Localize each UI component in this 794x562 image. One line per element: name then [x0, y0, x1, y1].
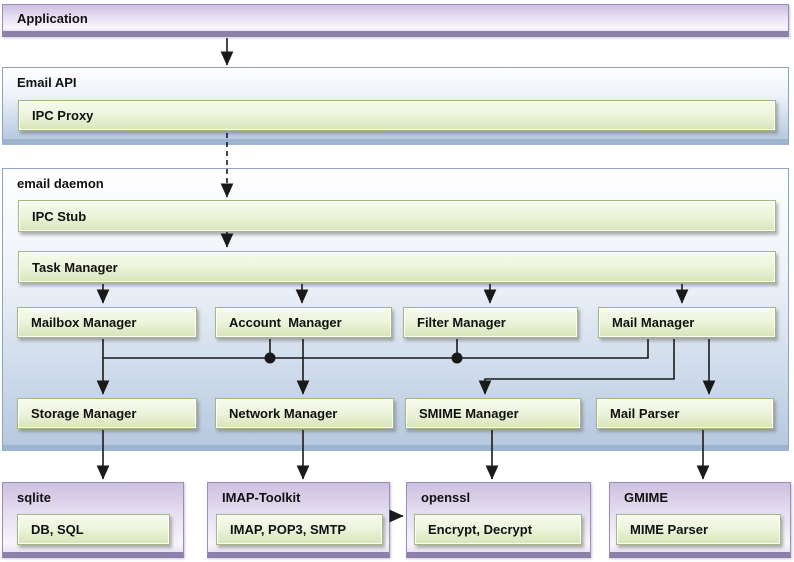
imap-pop3-smtp-module: IMAP, POP3, SMTP — [216, 514, 383, 545]
openssl-box: openssl Encrypt, Decrypt — [406, 482, 591, 558]
gmime-box: GMIME MIME Parser — [609, 482, 791, 558]
imap-toolkit-box: IMAP-Toolkit IMAP, POP3, SMTP — [207, 482, 390, 558]
application-box: Application — [2, 4, 789, 37]
account-manager-module: Account Manager — [215, 307, 392, 338]
email-api-container: Email API IPC Proxy — [2, 67, 789, 145]
email-api-title: Email API — [17, 75, 77, 90]
openssl-title: openssl — [421, 490, 471, 505]
sqlite-title: sqlite — [17, 490, 51, 505]
db-sql-module: DB, SQL — [17, 514, 170, 545]
storage-manager-module: Storage Manager — [17, 398, 197, 429]
mail-parser-module: Mail Parser — [596, 398, 774, 429]
ipc-stub-module: IPC Stub — [18, 200, 776, 232]
sqlite-box: sqlite DB, SQL — [2, 482, 184, 558]
application-title: Application — [17, 11, 88, 26]
encrypt-decrypt-module: Encrypt, Decrypt — [414, 514, 582, 545]
email-daemon-container: email daemon IPC Stub Task Manager Mailb… — [2, 168, 789, 451]
email-daemon-title: email daemon — [17, 176, 104, 191]
task-manager-module: Task Manager — [18, 251, 776, 283]
smime-manager-module: SMIME Manager — [405, 398, 581, 429]
network-manager-module: Network Manager — [215, 398, 394, 429]
gmime-title: GMIME — [624, 490, 669, 505]
mailbox-manager-module: Mailbox Manager — [17, 307, 197, 338]
filter-manager-module: Filter Manager — [403, 307, 578, 338]
ipc-proxy-module: IPC Proxy — [18, 100, 776, 131]
mime-parser-module: MIME Parser — [616, 514, 781, 545]
mail-manager-module: Mail Manager — [598, 307, 776, 338]
imap-toolkit-title: IMAP-Toolkit — [222, 490, 301, 505]
